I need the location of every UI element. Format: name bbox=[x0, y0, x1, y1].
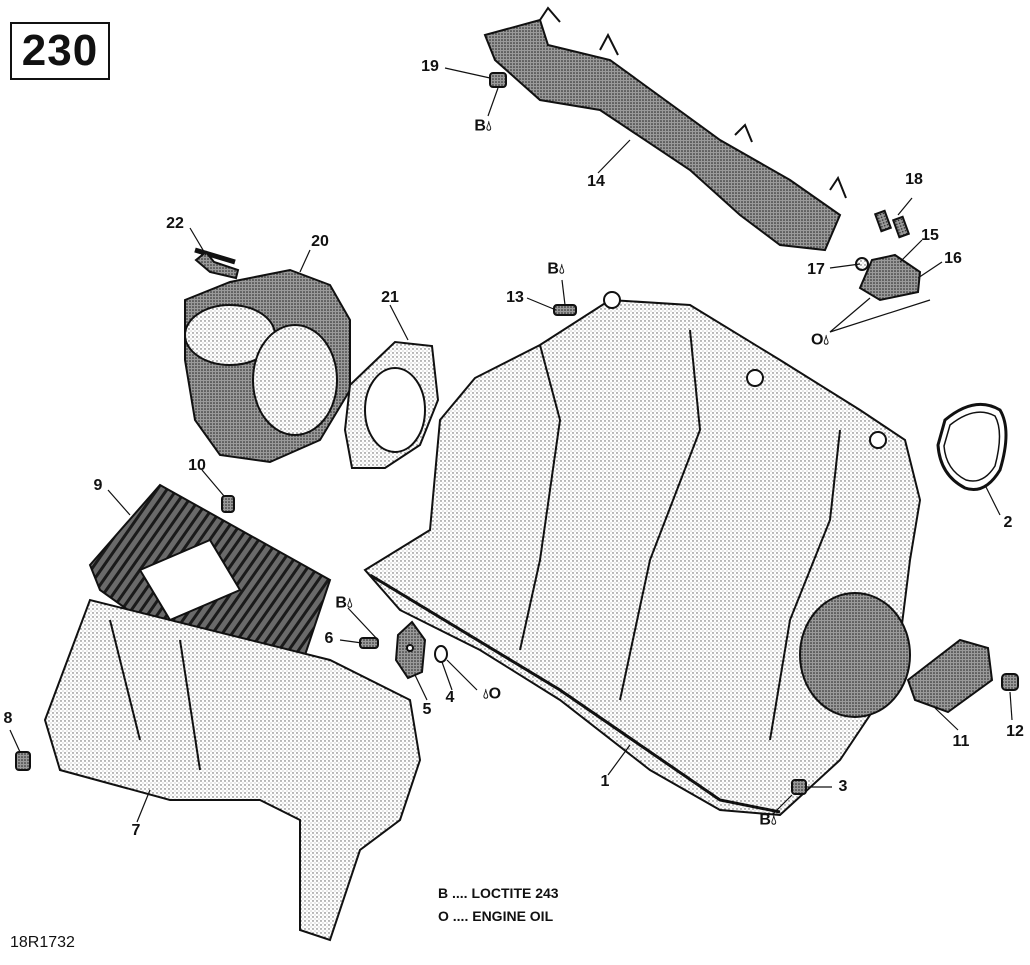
callout-1: 1 bbox=[600, 773, 610, 790]
callout-16: 16 bbox=[944, 250, 962, 267]
symbol-b-3: B💧︎ bbox=[759, 811, 777, 829]
callout-21: 21 bbox=[381, 289, 399, 306]
callout-20: 20 bbox=[311, 233, 329, 250]
callout-9: 9 bbox=[93, 477, 103, 494]
reference-code: 18R1732 bbox=[10, 934, 75, 951]
drop-icon: 💧︎ bbox=[823, 331, 830, 348]
gasket-part bbox=[343, 340, 440, 469]
ecm-part bbox=[88, 483, 332, 692]
drop-icon: 💧︎ bbox=[482, 685, 489, 702]
section-number: 230 bbox=[10, 22, 110, 80]
grommet-part bbox=[394, 620, 427, 680]
drop-icon: 💧︎ bbox=[346, 594, 353, 611]
drop-icon: 💧︎ bbox=[485, 117, 492, 134]
fasteners bbox=[15, 72, 1019, 795]
symbol-b-19: B💧︎ bbox=[474, 117, 492, 135]
callout-2: 2 bbox=[1003, 514, 1013, 531]
callout-22: 22 bbox=[166, 215, 184, 232]
callout-4: 4 bbox=[445, 689, 455, 706]
throttle-body-part bbox=[184, 247, 351, 464]
callout-14: 14 bbox=[587, 173, 605, 190]
seal-ring-part bbox=[936, 402, 1008, 491]
symbol-b-13: B💧︎ bbox=[547, 260, 565, 278]
symbol-o-4: 💧︎O bbox=[482, 685, 502, 703]
legend-loctite: B .... LOCTITE 243 bbox=[438, 885, 559, 901]
callout-17: 17 bbox=[807, 261, 825, 278]
callout-18: 18 bbox=[905, 171, 923, 188]
callout-8: 8 bbox=[3, 710, 13, 727]
callout-19: 19 bbox=[421, 58, 439, 75]
callout-5: 5 bbox=[422, 701, 432, 718]
o-ring-part bbox=[434, 645, 448, 663]
fuel-rail-part bbox=[483, 6, 847, 252]
callout-7: 7 bbox=[131, 822, 141, 839]
callout-13: 13 bbox=[506, 289, 524, 306]
intake-manifold-part bbox=[363, 291, 922, 817]
sensor-part bbox=[906, 638, 994, 714]
callout-15: 15 bbox=[921, 227, 939, 244]
callout-3: 3 bbox=[838, 778, 848, 795]
callout-6: 6 bbox=[324, 630, 334, 647]
sensor-assembly-part bbox=[855, 209, 922, 302]
symbol-o-15-16: O💧︎ bbox=[810, 331, 830, 349]
drop-icon: 💧︎ bbox=[770, 811, 777, 828]
drop-icon: 💧︎ bbox=[558, 260, 565, 277]
legend-engine-oil: O .... ENGINE OIL bbox=[438, 908, 554, 924]
symbol-b-6: B💧︎ bbox=[335, 594, 353, 612]
callout-11: 11 bbox=[952, 733, 970, 750]
callout-12: 12 bbox=[1006, 723, 1024, 740]
callout-10: 10 bbox=[188, 457, 206, 474]
leader-lines bbox=[9, 67, 1013, 823]
bracket-part bbox=[43, 598, 422, 942]
